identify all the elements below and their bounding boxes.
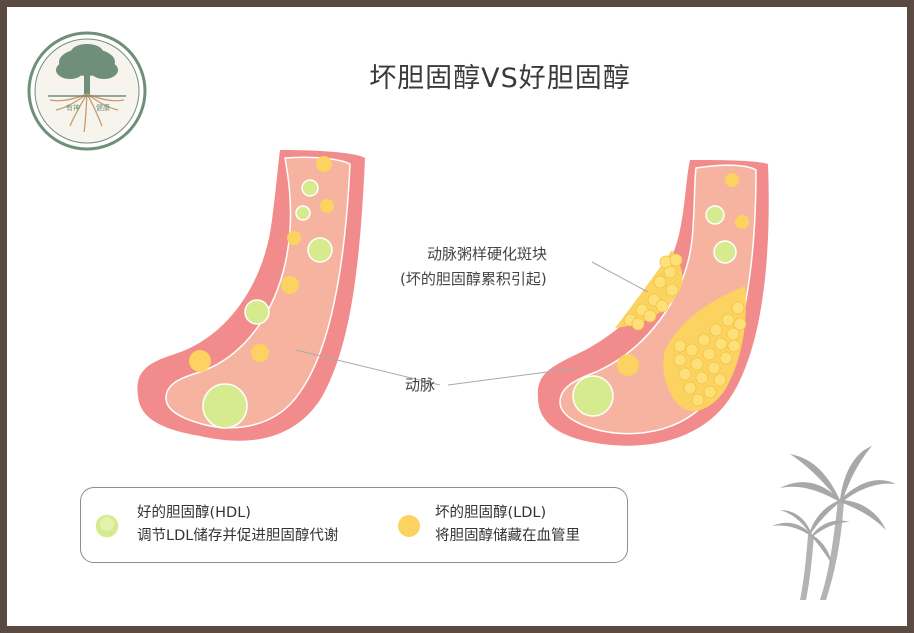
page-title: 坏胆固醇VS好胆固醇 (369, 63, 631, 94)
plaque-artery (537, 160, 769, 446)
ldl-particles (189, 156, 334, 372)
artery-label: 动脉 (405, 376, 436, 394)
tree-logo: 有神 健康 (27, 31, 147, 151)
logo-text-left: 有神 (66, 103, 80, 112)
logo-text-right: 健康 (96, 103, 110, 112)
healthy-artery (137, 150, 365, 441)
legend: 好的胆固醇(HDL) 调节LDL储存并促进胆固醇代谢 坏的胆固醇(LDL) 将胆… (80, 487, 628, 563)
plaque-label: 动脉粥样硬化斑块 (427, 245, 548, 263)
ldl-name: 坏的胆固醇(LDL) (435, 505, 547, 521)
palm-trees-icon (772, 446, 896, 600)
legend-item-hdl: 好的胆固醇(HDL) 调节LDL储存并促进胆固醇代谢 (81, 488, 371, 564)
hdl-description: 调节LDL储存并促进胆固醇代谢 (137, 528, 339, 544)
ldl-description: 将胆固醇储藏在血管里 (435, 528, 580, 544)
legend-item-ldl: 坏的胆固醇(LDL) 将胆固醇储藏在血管里 (381, 488, 621, 564)
hdl-dot-icon (94, 513, 120, 539)
plaque-cause-label: (坏的胆固醇累积引起) (400, 270, 547, 288)
hdl-particles (572, 205, 737, 417)
hdl-particles (202, 179, 333, 429)
ldl-particles (617, 173, 749, 376)
plaque-deposit (615, 250, 747, 412)
ldl-dot-icon (398, 515, 420, 537)
hdl-name: 好的胆固醇(HDL) (137, 505, 251, 521)
